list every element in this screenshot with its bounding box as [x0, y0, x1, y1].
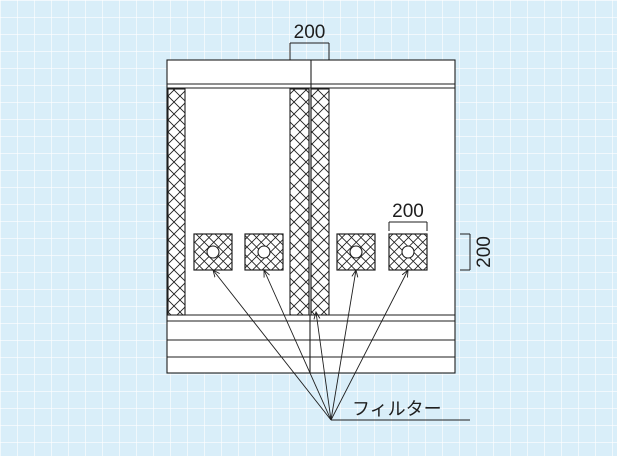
leader-arrow-4 [330, 270, 356, 421]
top-dimension [289, 42, 330, 60]
leader-arrow-2 [264, 270, 332, 421]
leader-arrow-1 [213, 270, 332, 421]
filter-box-1 [193, 233, 233, 271]
leader-arrow-5 [330, 270, 408, 421]
top-dimension-label: 200 [294, 22, 326, 43]
filter-height-label: 200 [474, 236, 495, 268]
filter-units [193, 233, 428, 271]
filter-height-dimension [460, 233, 471, 271]
filter-box-4 [388, 233, 428, 271]
center-wall-right [310, 88, 330, 316]
hatched-walls [167, 88, 330, 316]
filter-leader-lines [213, 270, 470, 421]
filter-label: フィルター [352, 399, 442, 419]
filter-box-2 [244, 233, 284, 271]
center-wall-left [289, 88, 310, 316]
filter-width-dimension [388, 221, 428, 231]
filter-box-3 [336, 233, 376, 271]
filter-width-label: 200 [392, 201, 424, 222]
leader-arrow-3 [316, 312, 332, 421]
left-wall [167, 88, 186, 316]
